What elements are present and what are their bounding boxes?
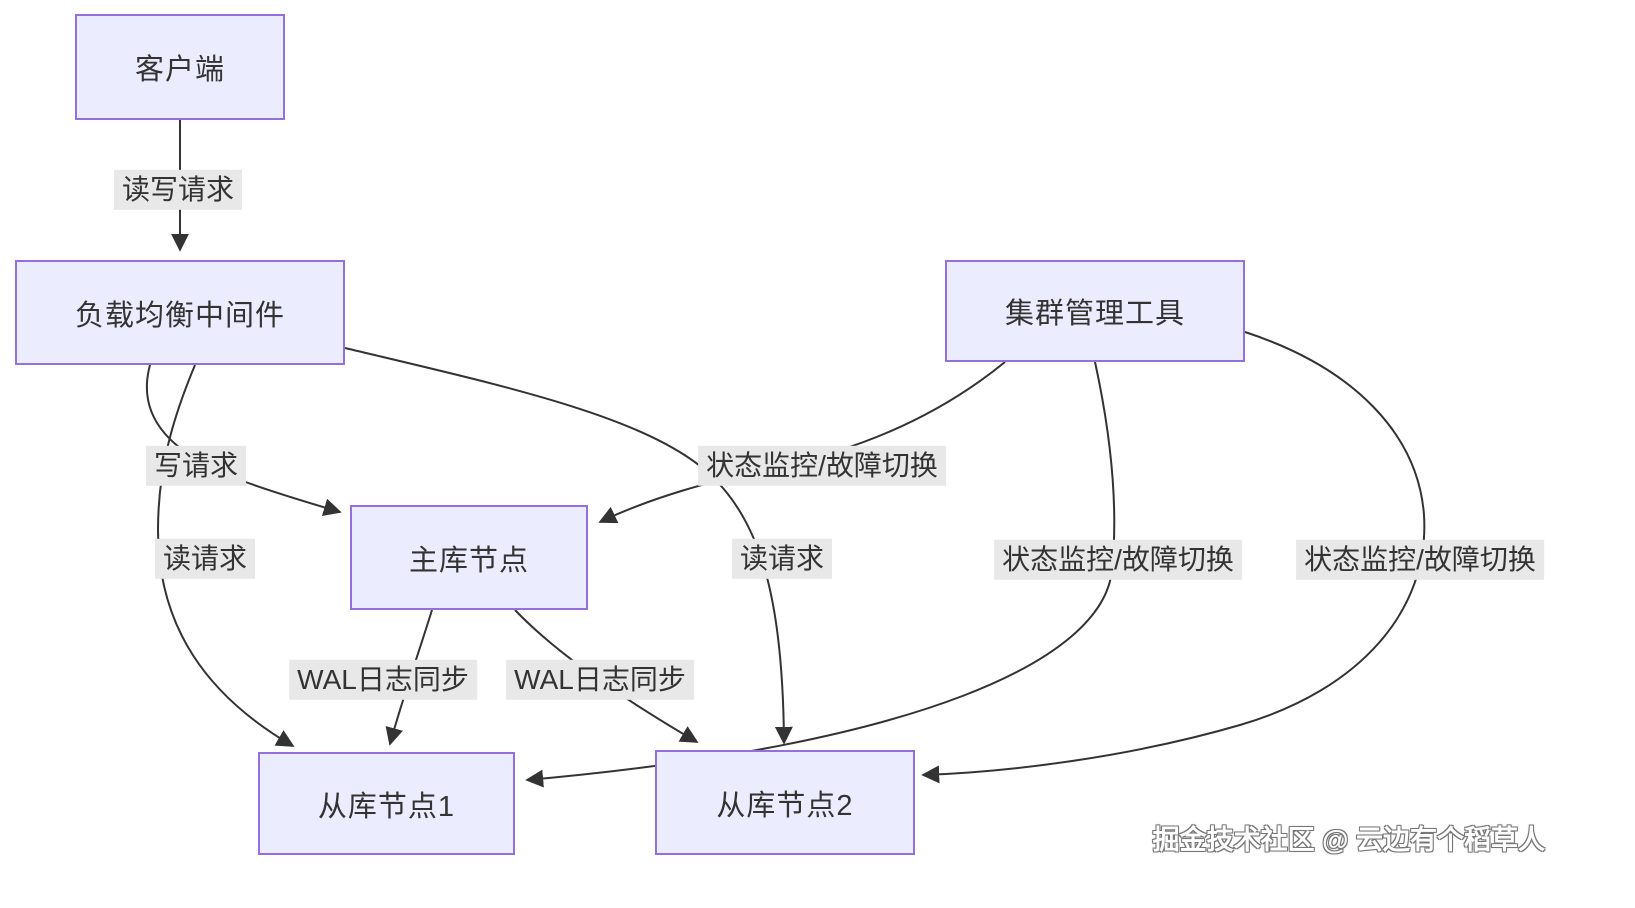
edge-label-write-request: 写请求 bbox=[145, 445, 247, 487]
node-replica2-label: 从库节点2 bbox=[716, 789, 854, 822]
edge-label-monitor-failover-replica2: 状态监控/故障切换 bbox=[1296, 539, 1544, 581]
node-cluster-manager-label: 集群管理工具 bbox=[1004, 298, 1185, 330]
edge-cluster-to-replica1 bbox=[525, 361, 1116, 788]
node-replica1-label: 从库节点1 bbox=[317, 790, 456, 823]
edge-label-wal-sync-replica2: WAL日志同步 bbox=[506, 659, 694, 701]
node-client: 客户端 bbox=[75, 14, 285, 120]
edge-load-balancer-to-primary bbox=[145, 364, 342, 516]
node-replica1: 从库节点1 bbox=[258, 752, 515, 855]
edge-load-balancer-to-replica1 bbox=[156, 364, 295, 747]
node-load-balancer-label: 负载均衡中间件 bbox=[74, 299, 285, 332]
edge-cluster-to-replica2 bbox=[921, 331, 1426, 784]
edge-label-monitor-failover-replica1: 状态监控/故障切换 bbox=[994, 539, 1242, 581]
node-primary-db: 主库节点 bbox=[350, 505, 588, 610]
node-load-balancer: 负载均衡中间件 bbox=[15, 260, 345, 365]
node-client-label: 客户端 bbox=[134, 54, 225, 86]
watermark-text: 掘金技术社区 @ 云边有个稻草人 bbox=[1152, 825, 1545, 855]
node-primary-db-label: 主库节点 bbox=[408, 544, 529, 577]
edge-label-wal-sync-replica1: WAL日志同步 bbox=[289, 659, 477, 701]
edge-label-read-write-request: 读写请求 bbox=[113, 169, 243, 211]
edge-label-monitor-failover-primary: 状态监控/故障切换 bbox=[698, 445, 946, 487]
node-replica2: 从库节点2 bbox=[655, 750, 915, 855]
edge-label-read-request-replica2: 读请求 bbox=[731, 538, 833, 580]
edge-label-read-request-replica1: 读请求 bbox=[154, 538, 256, 580]
node-cluster-manager: 集群管理工具 bbox=[945, 260, 1245, 362]
